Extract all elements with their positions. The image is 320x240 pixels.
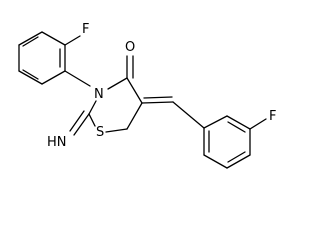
fluorophenyl-ring-right [203,115,267,169]
bond [226,115,251,130]
bond [126,77,143,104]
bond [172,101,205,129]
bond [203,154,228,169]
fluorophenyl-ring-top [18,31,91,87]
bond [18,70,43,85]
structure-canvas: F O N HN S F [18,22,276,169]
bond [41,70,66,85]
bond [73,113,90,136]
atom-label-fluorine: F [269,109,276,124]
bond [69,110,85,132]
bond [143,96,173,99]
bond [126,102,143,130]
bond [249,118,267,130]
bond [226,154,251,169]
bond [227,151,246,163]
bond [88,113,96,127]
bond [107,77,128,90]
atom-label-fluorine: F [82,22,89,37]
bond [64,35,81,46]
exocyclic-double-bond [141,96,205,129]
atom-label-imine: HN [47,135,67,150]
atom-label-sulfur: S [96,125,104,140]
bond [41,31,66,46]
bond [64,70,91,87]
bond [22,69,39,80]
bond [203,115,228,129]
thiazolidinone-ring [69,55,143,136]
atom-label-oxygen: O [125,40,135,55]
bond [105,128,128,133]
atom-label-nitrogen: N [94,87,104,102]
bond [141,101,174,104]
molecule-diagram: F O N HN S F [18,22,276,169]
bond [227,121,246,133]
bond [88,100,97,115]
bond [18,31,43,46]
bond [22,36,39,47]
